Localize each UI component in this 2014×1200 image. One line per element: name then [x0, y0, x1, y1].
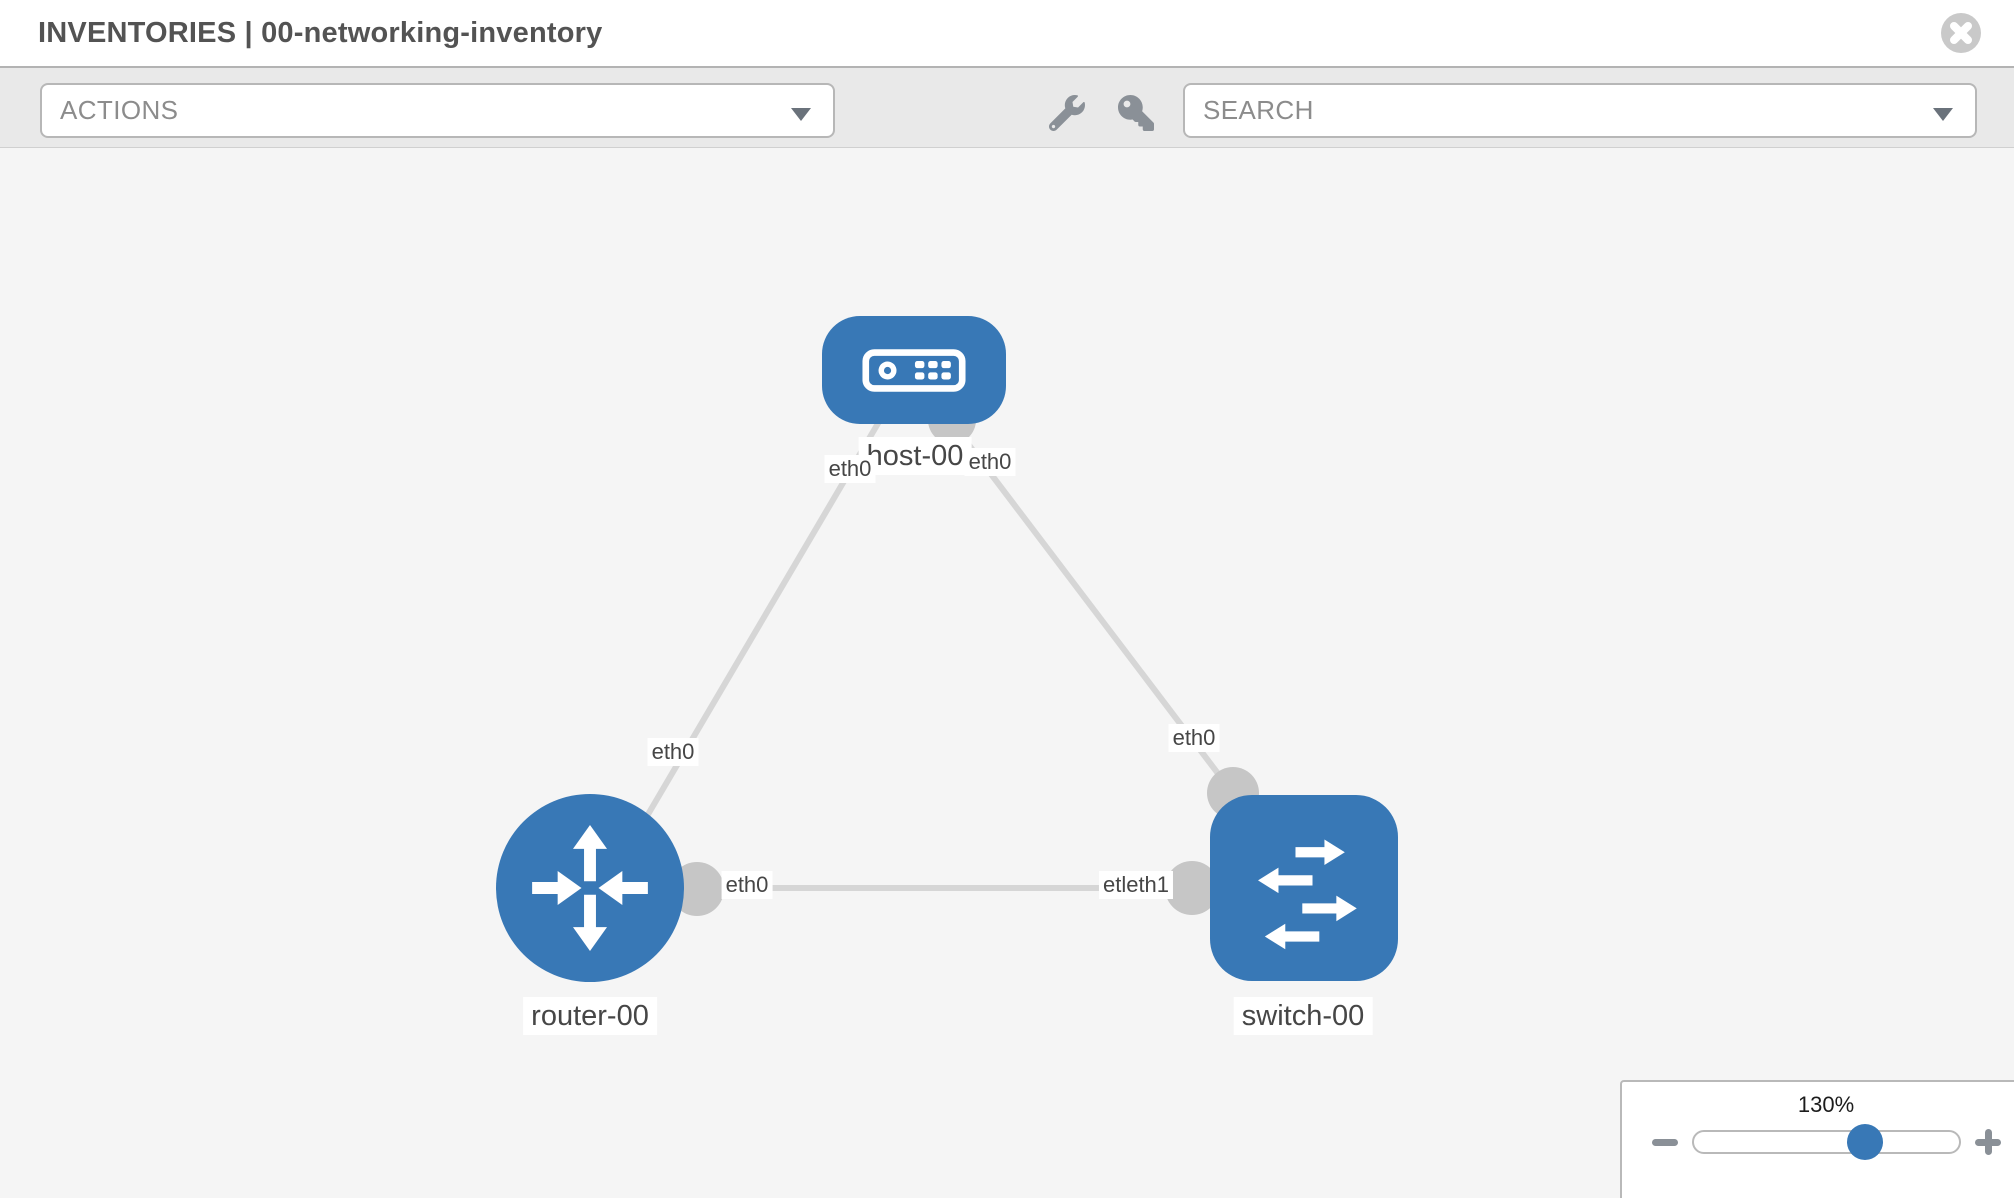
connector-router-right	[670, 862, 724, 916]
chevron-down-icon	[1933, 108, 1953, 121]
interface-label-switch-eth0-to-host: eth0	[1168, 724, 1220, 753]
actions-dropdown[interactable]: ACTIONS	[40, 83, 835, 138]
node-label-router: router-00	[523, 997, 657, 1036]
plus-icon	[1984, 1129, 1992, 1155]
zoom-panel: 130%	[1620, 1080, 2014, 1198]
switch-icon	[1258, 839, 1357, 950]
node-host-00[interactable]	[822, 316, 1006, 424]
close-icon	[1950, 22, 1972, 44]
interface-label-router-eth0-to-host: eth0	[647, 738, 699, 767]
zoom-out-button[interactable]	[1645, 1122, 1685, 1162]
key-icon	[1118, 95, 1154, 131]
toolbar: ACTIONS SEARCH	[0, 68, 2014, 148]
topology-canvas[interactable]: host-00 router-00 switch-00 eth0 eth0 et…	[0, 148, 2014, 1198]
key-button[interactable]	[1118, 95, 1154, 131]
zoom-level-value: 130%	[1797, 1092, 1855, 1117]
minus-icon	[1652, 1138, 1678, 1146]
interface-label-switch-eth1-to-router: etleth1	[1098, 871, 1174, 900]
node-switch-00[interactable]	[1210, 795, 1398, 981]
search-placeholder: SEARCH	[1203, 95, 1314, 125]
page-title: INVENTORIES | 00-networking-inventory	[38, 17, 603, 49]
connector-switch-left	[1165, 861, 1219, 915]
node-label-host: host-00	[858, 437, 972, 476]
router-icon	[532, 825, 648, 951]
topology-links-layer	[590, 396, 1260, 916]
chevron-down-icon	[791, 108, 811, 121]
zoom-slider-thumb[interactable]	[1847, 1124, 1883, 1160]
wrench-icon	[1048, 95, 1085, 132]
host-icon	[862, 348, 966, 392]
interface-label-host-eth0-to-router: eth0	[824, 455, 876, 484]
search-dropdown[interactable]: SEARCH	[1183, 83, 1977, 138]
zoom-slider-track[interactable]	[1692, 1130, 1961, 1154]
close-button[interactable]	[1941, 13, 1981, 53]
actions-dropdown-label: ACTIONS	[60, 95, 179, 125]
wrench-button[interactable]	[1048, 95, 1085, 132]
interface-label-router-eth0-to-switch: eth0	[721, 871, 773, 900]
node-router-00[interactable]	[496, 794, 684, 982]
node-label-switch: switch-00	[1233, 997, 1373, 1036]
interface-label-host-eth0-to-switch: eth0	[964, 448, 1016, 477]
zoom-in-button[interactable]	[1968, 1122, 2008, 1162]
header-bar: INVENTORIES | 00-networking-inventory	[0, 0, 2014, 68]
